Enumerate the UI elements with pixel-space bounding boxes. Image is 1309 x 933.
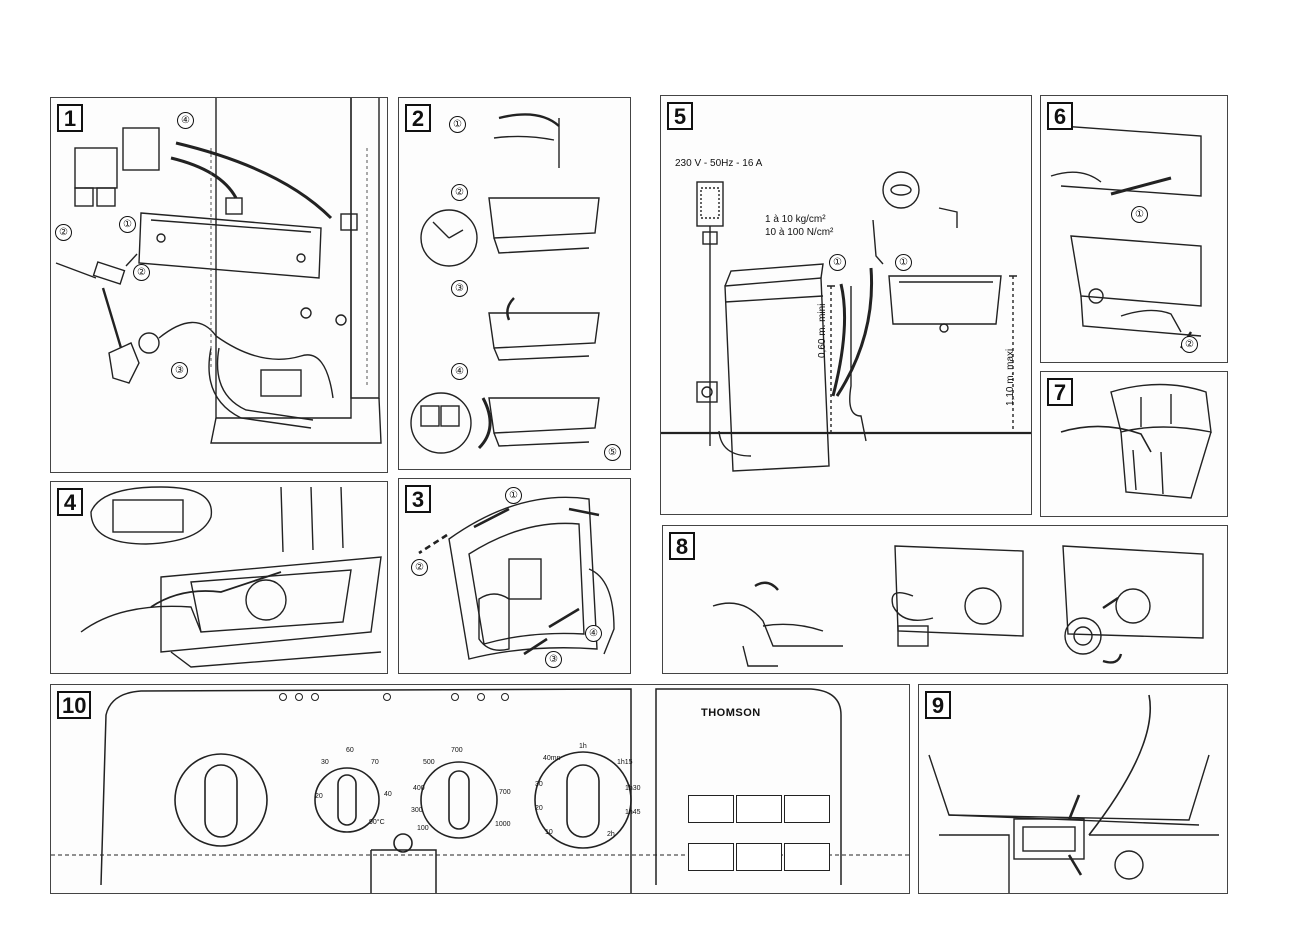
dial4-tick: 30	[535, 781, 543, 788]
dial4-tick: 2h	[607, 831, 615, 838]
panel-5: 5 230 V - 50Hz - 16 A 1 à 10 kg/cm² 10 à…	[660, 95, 1032, 515]
panel-number: 10	[57, 691, 91, 719]
dial2-tick: 60	[346, 747, 354, 754]
panel-number: 8	[669, 532, 695, 560]
panel-7: 7	[1040, 371, 1228, 517]
dial3-tick: 400	[413, 785, 425, 792]
dial4-tick: 10	[545, 829, 553, 836]
dial2-tick: 20	[315, 793, 323, 800]
indicator-led	[311, 693, 319, 701]
panel-2: 2 ① ② ③ ④ ⑤	[398, 97, 631, 470]
option-button-eco[interactable]	[688, 843, 734, 871]
dial4-tick: 40mn	[543, 755, 561, 762]
callout-3: ③	[545, 651, 562, 668]
pressure-n-spec: 10 à 100 N/cm²	[765, 227, 833, 238]
panel-number: 3	[405, 485, 431, 513]
dial3-tick: 500	[423, 759, 435, 766]
dial4-tick: 1h45	[625, 809, 641, 816]
callout-5: ⑤	[604, 444, 621, 461]
panel-9: 9	[918, 684, 1228, 894]
callout-2b: ②	[133, 264, 150, 281]
dial2-tick: 70	[371, 759, 379, 766]
indicator-led	[383, 693, 391, 701]
panel-6: 6 ① ②	[1040, 95, 1228, 363]
option-button-quick[interactable]	[736, 795, 782, 823]
illustration-rear-installation	[51, 98, 388, 473]
callout-1: ①	[1131, 206, 1148, 223]
indicator-led	[477, 693, 485, 701]
callout-1b: ①	[895, 254, 912, 271]
brand-logo-text: THOMSON	[701, 707, 761, 719]
callout-1: ①	[449, 116, 466, 133]
panel-number: 7	[1047, 378, 1073, 406]
dial2-tick: 40	[384, 791, 392, 798]
panel-1: 1	[50, 97, 388, 473]
callout-1: ①	[505, 487, 522, 504]
indicator-led	[451, 693, 459, 701]
panel-number: 2	[405, 104, 431, 132]
callout-4: ④	[177, 112, 194, 129]
pressure-kg-spec: 1 à 10 kg/cm²	[765, 214, 826, 225]
panel-number: 6	[1047, 102, 1073, 130]
callout-1a: ①	[829, 254, 846, 271]
callout-1: ①	[119, 216, 136, 233]
dial2-tick: 90°C	[369, 819, 385, 826]
illustration-pump-filter	[663, 526, 1228, 674]
dial4-tick: 1h	[579, 743, 587, 750]
panel-4: 4	[50, 481, 388, 674]
min-height-label: 0,60 m. mini	[817, 304, 828, 358]
callout-2: ②	[451, 184, 468, 201]
illustration-panel-removal	[1041, 96, 1228, 363]
option-button-prewash[interactable]	[688, 795, 734, 823]
dial4-tick: 20	[535, 805, 543, 812]
option-button-rinse[interactable]	[736, 843, 782, 871]
callout-2: ②	[1181, 336, 1198, 353]
callout-3: ③	[451, 280, 468, 297]
panel-number: 5	[667, 102, 693, 130]
illustration-bottom-fixing	[919, 685, 1228, 894]
panel-number: 1	[57, 104, 83, 132]
panel-3: 3 ① ② ④ ③	[398, 478, 631, 674]
dial4-tick: 1h30	[625, 785, 641, 792]
callout-3: ③	[171, 362, 188, 379]
dial3-tick: 300	[411, 807, 423, 814]
callout-2: ②	[411, 559, 428, 576]
panel-10: 10 THOMSON 30 60 70 40 20 90°C 500 700 4…	[50, 684, 910, 894]
panel-number: 4	[57, 488, 83, 516]
illustration-filter-cleaning	[51, 482, 388, 674]
illustration-base-tray	[399, 98, 631, 470]
dial2-tick: 30	[321, 759, 329, 766]
option-button-no-spin[interactable]	[784, 795, 830, 823]
callout-4: ④	[451, 363, 468, 380]
dial3-tick: 700	[499, 789, 511, 796]
illustration-door-removal	[399, 479, 631, 674]
dial3-tick: 1000	[495, 821, 511, 828]
callout-2: ②	[55, 224, 72, 241]
indicator-led	[501, 693, 509, 701]
dial4-tick: 1h15	[617, 759, 633, 766]
voltage-spec: 230 V - 50Hz - 16 A	[675, 158, 762, 169]
panel-8: 8	[662, 525, 1228, 674]
dial3-tick: 100	[417, 825, 429, 832]
max-height-label: 1,10 m. maxi	[1005, 349, 1016, 406]
callout-4: ④	[585, 625, 602, 642]
option-button-start[interactable]	[784, 843, 830, 871]
panel-number: 9	[925, 691, 951, 719]
indicator-led	[279, 693, 287, 701]
indicator-led	[295, 693, 303, 701]
dial3-tick: 700	[451, 747, 463, 754]
